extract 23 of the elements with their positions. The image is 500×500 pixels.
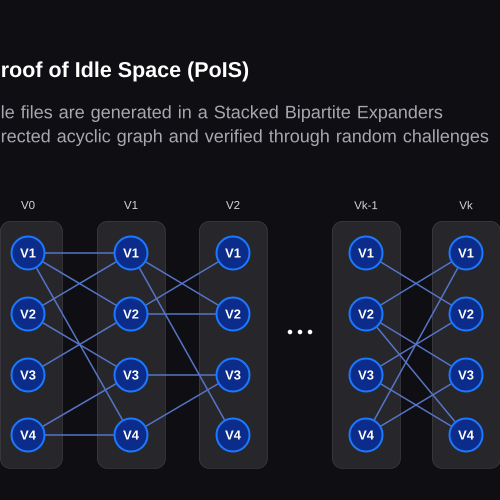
edge-line bbox=[374, 268, 458, 420]
column-label: Vk-1 bbox=[354, 200, 378, 210]
crossing-connector bbox=[380, 261, 452, 306]
column-label: V0 bbox=[21, 200, 35, 210]
edge-line bbox=[36, 268, 124, 420]
edge-line bbox=[376, 327, 456, 422]
edge-line bbox=[46, 434, 114, 436]
description-text: le files are generated in a Stacked Bipartite Expanders rected acyclic graph and verified through random challenges bbox=[2, 105, 488, 146]
column-label: V2 bbox=[226, 200, 240, 210]
column-label: V1 bbox=[124, 201, 138, 209]
crossing-connector bbox=[380, 383, 452, 427]
edge-line bbox=[146, 383, 218, 427]
edge-line bbox=[148, 313, 216, 315]
crossing-connector bbox=[146, 261, 218, 306]
edge-line bbox=[42, 383, 116, 427]
edge-line bbox=[46, 252, 114, 254]
crossing-connector bbox=[42, 261, 116, 306]
edge-line bbox=[138, 268, 226, 420]
edge-line bbox=[148, 374, 216, 376]
title: roof of Idle Space (PoIS) bbox=[2, 61, 248, 82]
crossing-connector bbox=[380, 322, 452, 367]
crossing-connector bbox=[42, 322, 116, 367]
column-label: Vk bbox=[459, 200, 473, 210]
